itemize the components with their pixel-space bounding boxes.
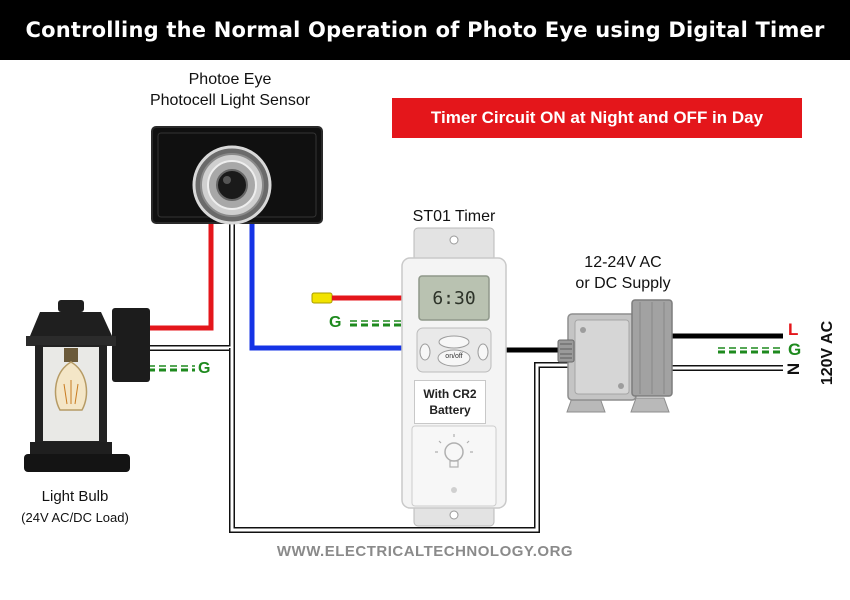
battery-note: With CR2 Battery bbox=[414, 380, 486, 424]
blue-wire-photoeye-to-timer bbox=[249, 222, 402, 351]
ground-label-timer: G bbox=[329, 314, 342, 331]
timer-mode-badge: Timer Circuit ON at Night and OFF in Day bbox=[392, 98, 802, 138]
photo-eye-icon bbox=[151, 126, 323, 225]
supply-label-line2: or DC Supply bbox=[575, 274, 671, 292]
battery-note-line2: Battery bbox=[429, 403, 471, 417]
photo-eye-label: Photoe Eye Photocell Light Sensor bbox=[130, 70, 330, 112]
supply-label: 12-24V AC or DC Supply bbox=[548, 253, 698, 295]
ground-label-bulb: G bbox=[198, 360, 211, 377]
mains-ground-label: G bbox=[788, 340, 802, 359]
photo-eye-label-line2: Photocell Light Sensor bbox=[149, 91, 311, 109]
yellow-wire-nut bbox=[311, 292, 333, 304]
photo-eye-label-line1: Photoe Eye bbox=[188, 71, 272, 88]
red-wire-photoeye-to-bulb bbox=[148, 222, 214, 331]
mains-voltage-label: 120V AC bbox=[819, 320, 836, 386]
supply-label-line1: 12-24V AC bbox=[584, 254, 662, 271]
diagram-title: Controlling the Normal Operation of Phot… bbox=[0, 0, 850, 60]
bulb-label-line2: (24V AC/DC Load) bbox=[21, 510, 129, 526]
mains-live-label: L bbox=[788, 320, 799, 339]
timer-lcd-display: 6:30 bbox=[432, 287, 476, 309]
transformer-icon bbox=[557, 299, 673, 413]
white-return-wire bbox=[229, 348, 570, 533]
timer-device-icon bbox=[401, 227, 507, 527]
bulb-label: Light Bulb (24V AC/DC Load) bbox=[0, 485, 150, 528]
light-bulb-icon bbox=[24, 300, 150, 472]
website-watermark: WWW.ELECTRICALTECHNOLOGY.ORG bbox=[276, 543, 574, 560]
battery-note-line1: With CR2 bbox=[423, 386, 477, 401]
timer-onoff-button[interactable]: on/off bbox=[445, 353, 463, 360]
timer-label: ST01 Timer bbox=[412, 208, 496, 225]
bulb-label-line1: Light Bulb bbox=[41, 488, 109, 505]
mains-neutral-label: N bbox=[784, 362, 804, 376]
